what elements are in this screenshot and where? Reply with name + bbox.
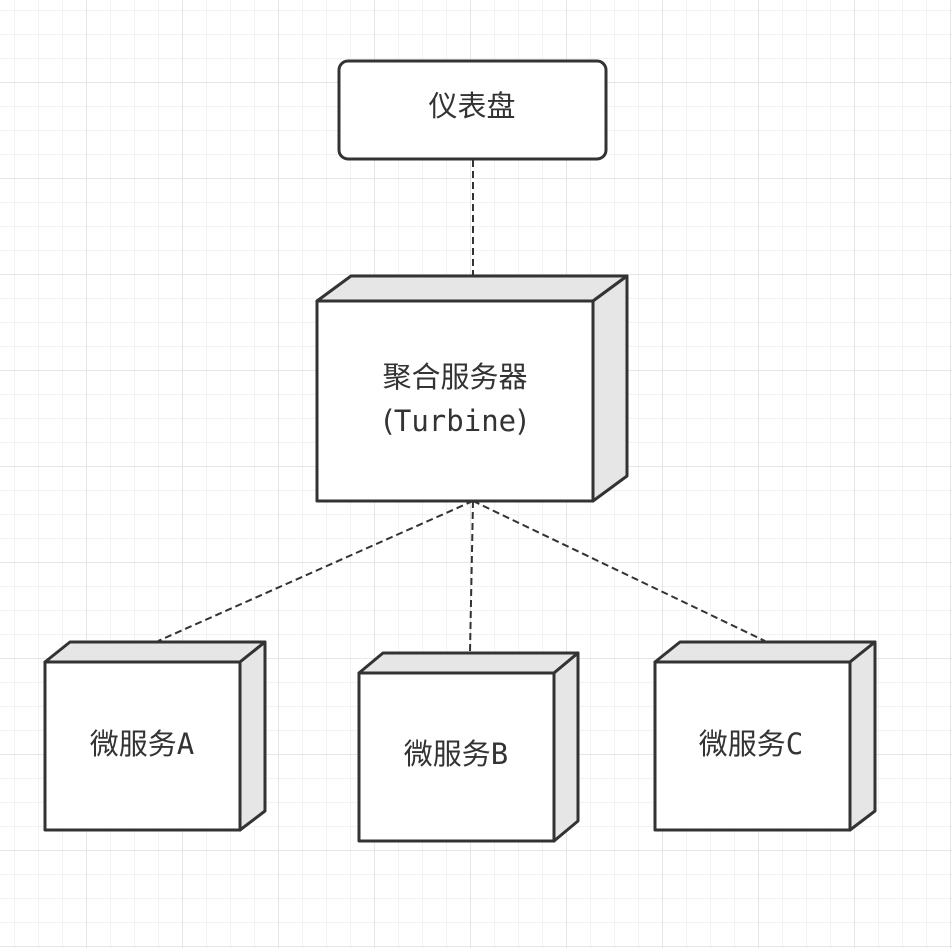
dashboard-node[interactable]: 仪表盘 xyxy=(337,59,608,161)
service-a-node[interactable]: 微服务A xyxy=(43,640,267,832)
service-c-label-cn: 微服务 xyxy=(699,727,786,761)
service-b-node[interactable]: 微服务B xyxy=(357,651,580,843)
service-c-label-letter: C xyxy=(786,727,803,761)
service-a-top-face xyxy=(43,640,267,664)
dashboard-label: 仪表盘 xyxy=(428,89,515,123)
service-a-label-letter: A xyxy=(177,727,194,761)
aggregator-label-line2: (Turbine) xyxy=(383,404,528,438)
aggregator-front-face xyxy=(315,299,595,503)
service-b-label-cn: 微服务 xyxy=(404,737,491,771)
service-b-front-face xyxy=(357,671,556,843)
edge-aggregator-service-a xyxy=(157,500,474,642)
paren-close: ) xyxy=(516,404,527,438)
turbine-label: Turbine xyxy=(394,404,516,438)
service-a-front-face xyxy=(43,660,242,832)
paren-open: ( xyxy=(383,404,394,438)
aggregator-node[interactable]: 聚合服务器 (Turbine) xyxy=(315,274,629,503)
service-b-side-face xyxy=(552,651,580,843)
service-b-label: 微服务B xyxy=(404,737,508,771)
aggregator-top-face xyxy=(315,274,629,303)
edge-aggregator-service-c xyxy=(472,500,766,642)
service-b-top-face xyxy=(357,651,580,675)
aggregator-side-face xyxy=(591,274,629,503)
service-a-side-face xyxy=(238,640,267,832)
service-c-node[interactable]: 微服务C xyxy=(653,640,877,832)
dashboard-box xyxy=(337,59,608,161)
service-a-label: 微服务A xyxy=(90,727,194,761)
edge-aggregator-service-b xyxy=(469,500,474,653)
aggregator-label-line1: 聚合服务器 xyxy=(382,360,527,394)
service-b-label-letter: B xyxy=(491,737,508,771)
service-c-top-face xyxy=(653,640,877,664)
service-c-label: 微服务C xyxy=(699,727,803,761)
service-c-front-face xyxy=(653,660,852,832)
service-a-label-cn: 微服务 xyxy=(90,727,177,761)
service-c-side-face xyxy=(848,640,877,832)
